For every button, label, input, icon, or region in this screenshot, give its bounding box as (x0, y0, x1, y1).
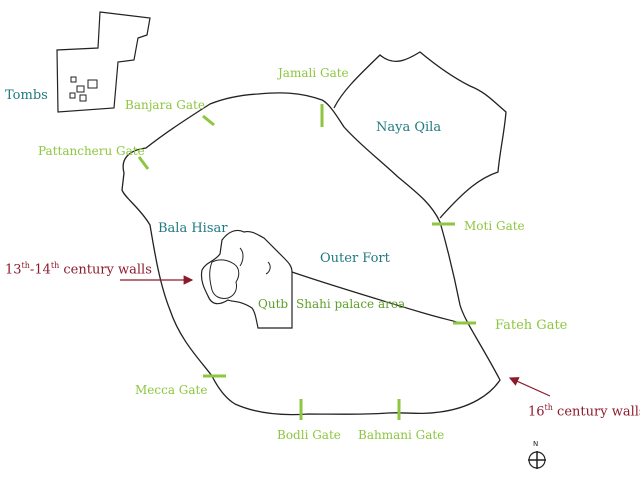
arrow-16-walls (508, 377, 551, 397)
tombs-enclosure (56, 11, 151, 113)
tomb-structure (70, 76, 77, 83)
bala-hisar-wall (200, 229, 293, 329)
label-naya-qila: Naya Qila (376, 120, 442, 135)
compass-rose-icon (528, 451, 546, 469)
label-pattancheru-gate: Pattancheru Gate (38, 144, 145, 158)
compass-north-label: N (533, 440, 539, 448)
bala-hisar-inner-wall (209, 259, 240, 299)
tomb-structure (69, 92, 76, 99)
label-tombs: Tombs (5, 88, 48, 103)
annotation-16th-century-walls: 16th century walls (528, 403, 640, 420)
label-jamali-gate: Jamali Gate (278, 66, 349, 80)
shahi-palace-wall (291, 271, 465, 325)
label-moti-gate: Moti Gate (464, 219, 525, 233)
label-outer-fort: Outer Fort (320, 251, 390, 266)
tomb-structure (76, 85, 85, 93)
label-bodli-gate: Bodli Gate (277, 428, 341, 442)
label-qutb: Qutb (258, 297, 289, 311)
naya-qila-wall (333, 51, 507, 219)
label-banjara-gate: Banjara Gate (125, 98, 205, 112)
label-shahi-palace-area: Shahi palace area (296, 297, 406, 311)
bala-hisar-inner-wall (239, 247, 271, 275)
annotation-13-14th-century-walls: 13th-14th century walls (5, 261, 152, 278)
gate-marker-banjara (202, 114, 215, 127)
tomb-structure (79, 94, 87, 102)
label-fateh-gate: Fateh Gate (495, 318, 568, 333)
outer-fort-wall (121, 92, 501, 416)
gate-marker-pattancheru (137, 156, 150, 170)
tomb-structure (87, 79, 98, 89)
label-bahmani-gate: Bahmani Gate (358, 428, 445, 442)
label-bala-hisar: Bala Hisar (158, 221, 228, 236)
label-mecca-gate: Mecca Gate (135, 383, 208, 397)
